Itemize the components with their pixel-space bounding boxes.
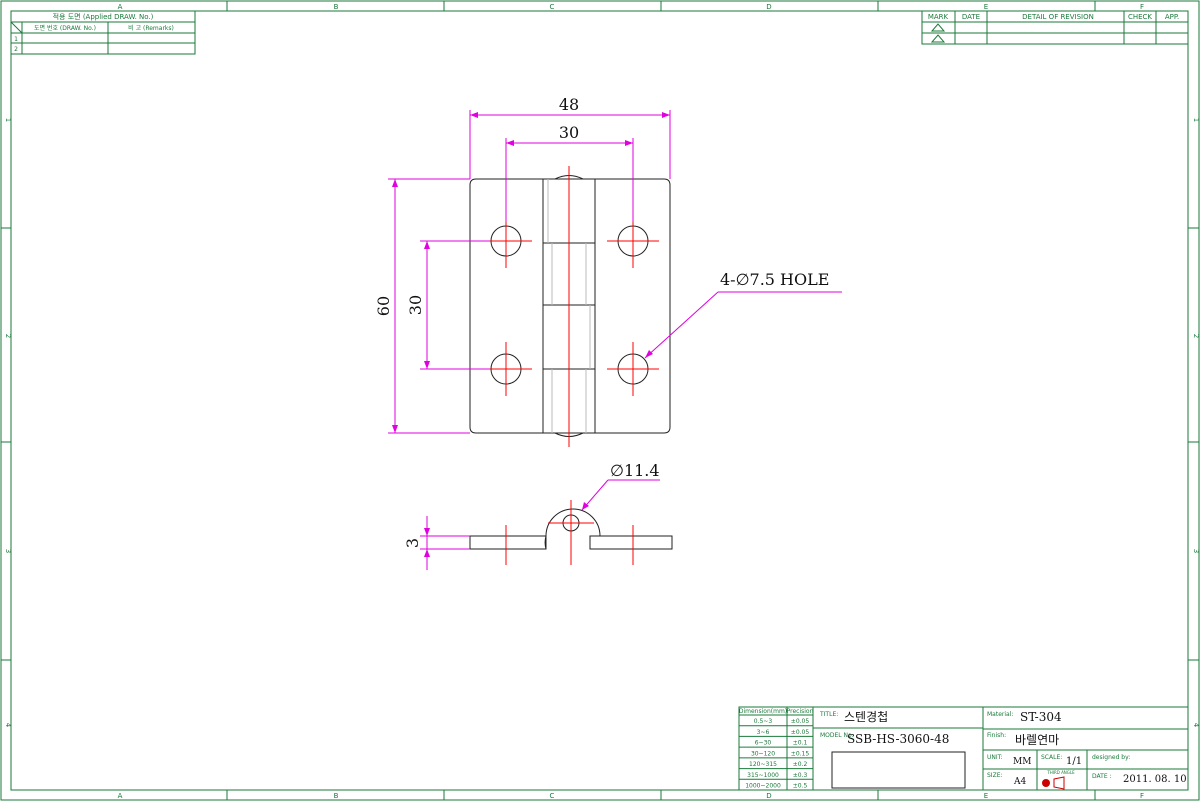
- dimension-lines-side: [420, 479, 660, 570]
- hinge-right-leaf: [594, 178, 671, 434]
- row-label-left-4: 4: [4, 723, 12, 728]
- designed-label: designed by:: [1092, 754, 1130, 761]
- rev-header-date: DATE: [962, 13, 980, 21]
- unit-value: MM: [1013, 757, 1031, 767]
- title-block: THIRD ANGLE: [812, 706, 1189, 791]
- row-label-right-4: 4: [1192, 723, 1200, 728]
- dim-thickness: 3: [403, 538, 422, 548]
- hinge-top-view: [469, 166, 671, 447]
- unit-label: UNIT:: [987, 754, 1003, 761]
- col-label-bottom-b: B: [334, 792, 339, 800]
- tolerance-precision: ±0.05: [791, 729, 810, 736]
- tolerance-range: 1000~2000: [745, 783, 781, 790]
- model-label: MODEL No.: [820, 732, 854, 739]
- rev-header-check: CHECK: [1128, 13, 1152, 21]
- finish-label: Finish:: [987, 732, 1006, 739]
- tolerance-precision: ±0.05: [791, 718, 810, 725]
- tolerance-range: 3~6: [757, 729, 770, 736]
- finish-value: 바렐연마: [1015, 733, 1059, 747]
- col-label-bottom-d: D: [766, 792, 771, 800]
- tolerance-header-prec: Precision: [787, 708, 814, 715]
- revision-table: MARK DATE DETAIL OF REVISION CHECK APP.: [921, 10, 1189, 45]
- tolerance-precision: ±0.5: [793, 783, 808, 790]
- projection-symbol-icon: THIRD ANGLE: [1042, 770, 1075, 790]
- model-value: SSB-HS-3060-48: [847, 732, 949, 746]
- tolerance-rows: 0.5~3 ±0.05 3~6 ±0.05 6~30 ±0.1 30~120 ±0.15 120…: [739, 714, 813, 790]
- tolerance-range: 120~315: [749, 761, 777, 768]
- tolerance-precision: ±0.15: [791, 750, 810, 757]
- row-label-left-2: 2: [4, 334, 12, 338]
- applied-table-col2: 비 고 (Remarks): [128, 24, 174, 32]
- col-label-bottom-e: E: [984, 792, 988, 800]
- applied-table-header: 적용 도면 (Applied DRAW. No.): [53, 12, 154, 21]
- pin-diameter-callout: ∅11.4: [610, 461, 660, 480]
- size-value: A4: [1013, 777, 1026, 787]
- dim-width-outer: 48: [559, 95, 579, 114]
- revision-triangle-icon: [930, 23, 946, 32]
- title-label: TITLE:: [819, 711, 838, 718]
- row-label-left-1: 1: [4, 118, 12, 122]
- col-label-top-e: E: [984, 3, 988, 11]
- rev-header-detail: DETAIL OF REVISION: [1022, 13, 1094, 21]
- material-value: ST-304: [1020, 710, 1062, 724]
- col-label-top-a: A: [118, 3, 123, 11]
- material-label: Material:: [987, 711, 1013, 718]
- row-label-right-1: 1: [1192, 118, 1200, 122]
- rev-header-app: APP.: [1165, 13, 1179, 21]
- hinge-left-leaf: [469, 178, 544, 434]
- row-label-right-3: 3: [1192, 549, 1200, 553]
- col-label-bottom-a: A: [118, 792, 123, 800]
- col-label-bottom-f: F: [1140, 792, 1144, 800]
- hole-callout: 4-∅7.5 HOLE: [720, 270, 829, 289]
- tolerance-range: 315~1000: [747, 772, 779, 779]
- tolerance-header-dim: Dimension(mm): [739, 708, 787, 715]
- tolerance-range: 0.5~3: [754, 718, 773, 725]
- row-label-left-3: 3: [4, 549, 12, 553]
- tolerance-precision: ±0.3: [793, 772, 808, 779]
- applied-drawing-table: 적용 도면 (Applied DRAW. No.) 도면 번호 (DRAW. N…: [10, 10, 196, 55]
- dim-height-holes: 30: [406, 295, 425, 315]
- date-value: 2011. 08. 10: [1123, 774, 1187, 785]
- rev-header-mark: MARK: [928, 13, 949, 21]
- col-label-top-c: C: [550, 3, 555, 11]
- scale-value: 1/1: [1066, 756, 1082, 767]
- col-label-bottom-c: C: [550, 792, 555, 800]
- tolerance-precision: ±0.1: [793, 740, 808, 747]
- applied-table-row-1: 1: [14, 36, 18, 43]
- col-label-top-b: B: [334, 3, 339, 11]
- side-right-leaf: [589, 535, 673, 550]
- inner-border: [10, 10, 1189, 791]
- applied-table-col1: 도면 번호 (DRAW. No.): [34, 24, 96, 32]
- col-label-top-f: F: [1140, 3, 1144, 11]
- tolerance-range: 6~30: [755, 740, 772, 747]
- scale-label: SCALE:: [1041, 754, 1062, 761]
- date-label: DATE :: [1092, 773, 1112, 780]
- signature-box: [831, 751, 966, 789]
- dim-width-holes: 30: [559, 123, 579, 142]
- side-left-leaf: [469, 535, 547, 550]
- applied-table-row-2: 2: [14, 46, 18, 53]
- revision-triangle-icon: [930, 34, 946, 43]
- center-lines: [480, 166, 659, 447]
- side-knuckle: [545, 508, 601, 537]
- col-label-top-d: D: [766, 3, 771, 11]
- row-label-right-2: 2: [1192, 334, 1200, 338]
- tolerance-precision: ±0.2: [793, 761, 808, 768]
- svg-text:THIRD ANGLE: THIRD ANGLE: [1046, 770, 1075, 775]
- size-label: SIZE:: [987, 772, 1003, 779]
- dim-height-outer: 60: [374, 296, 393, 316]
- title-value: 스텐경첩: [844, 710, 888, 724]
- hinge-side-view: [469, 500, 673, 565]
- tolerance-range: 30~120: [751, 750, 775, 757]
- dimension-lines-top: [388, 110, 842, 434]
